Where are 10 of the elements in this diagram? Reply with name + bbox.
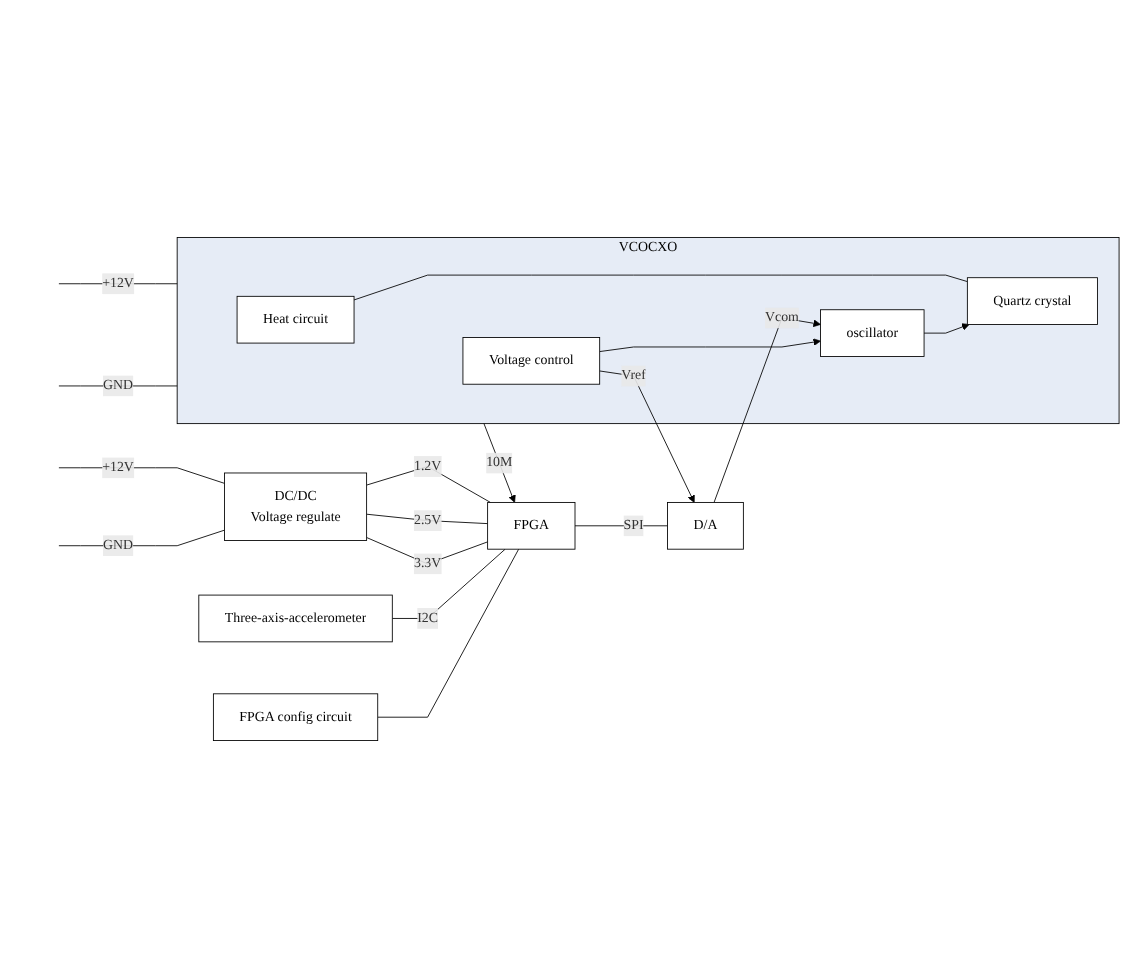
connector	[58, 283, 178, 285]
connector	[574, 525, 668, 527]
connector	[377, 548, 520, 718]
connector	[366, 466, 491, 503]
connector	[58, 529, 225, 547]
connector	[366, 513, 489, 525]
connector	[58, 467, 225, 484]
connector	[391, 548, 506, 619]
connector	[353, 274, 968, 301]
connector	[366, 537, 489, 565]
